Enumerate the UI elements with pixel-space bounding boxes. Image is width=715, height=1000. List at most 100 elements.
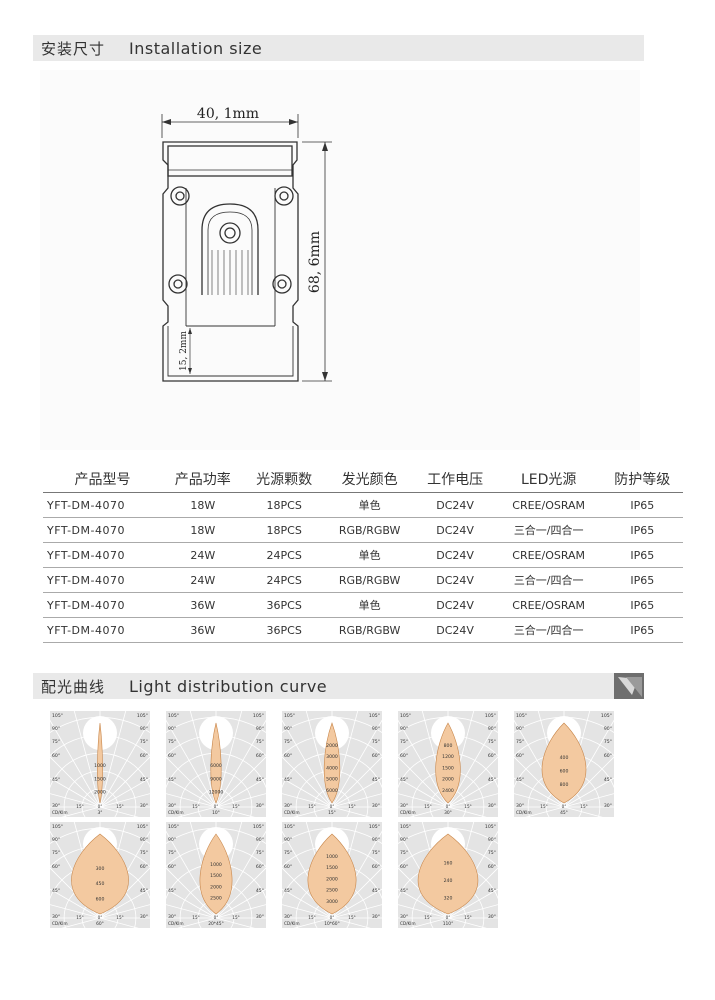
grid-radial [99, 904, 150, 919]
intensity-tick-label: 3000 [326, 754, 338, 760]
angle-label: 60° [168, 753, 176, 759]
angle-label: 45° [168, 777, 176, 783]
intensity-tick-label: 12000 [209, 789, 224, 795]
grid-radial [447, 888, 498, 919]
intensity-tick-label: 1200 [442, 754, 454, 760]
angle-label: 75° [488, 739, 496, 745]
grid-radial [563, 806, 603, 817]
cell-power: 24W [162, 542, 244, 568]
angle-label: 90° [52, 726, 60, 732]
cell-color: 单色 [324, 542, 415, 568]
unit-label: CD/Klm [52, 921, 68, 926]
intensity-tick-label: 600 [560, 769, 569, 775]
grid-radial [177, 806, 217, 817]
grid-radial [166, 719, 217, 808]
unit-label: CD/Klm [516, 810, 532, 815]
grid-radial [331, 793, 382, 808]
grid-radial [282, 756, 333, 808]
angle-label: 30° [604, 803, 612, 809]
angle-label: 60° [516, 753, 524, 759]
angle-label: 60° [140, 753, 148, 759]
intensity-tick-label: 450 [96, 881, 105, 887]
angle-label: 15° [76, 915, 83, 920]
grid-radial [398, 793, 449, 808]
angle-label: 75° [140, 739, 148, 745]
polar-chart: 1000150020002500105°105°90°90°75°75°60°6… [166, 822, 266, 928]
angle-label: 45° [284, 777, 292, 783]
angle-label: 105° [485, 824, 496, 830]
cell-model: YFT-DM-4070 [43, 567, 163, 593]
slot-dimension-label: 15, 2mm [179, 331, 189, 371]
intensity-tick-label: 1000 [326, 854, 338, 860]
grid-radial [61, 917, 101, 928]
intensity-tick-label: 2000 [326, 743, 338, 749]
angle-label: 105° [137, 713, 148, 719]
angle-label: 60° [400, 864, 408, 870]
intensity-tick-label: 6000 [326, 788, 338, 794]
unit-label: CD/Klm [284, 810, 300, 815]
angle-label: 45° [52, 777, 60, 783]
grid-radial [215, 904, 266, 919]
cell-voltage: DC24V [414, 542, 496, 568]
light-distribution-header: 配光曲线 Light distribution curve [33, 673, 644, 699]
angle-label: 15° [348, 804, 355, 809]
grid-radial [73, 711, 101, 808]
unit-label: CD/Klm [400, 810, 416, 815]
angle-label: 75° [516, 739, 524, 745]
grid-radial [525, 806, 565, 817]
grid-radial [99, 777, 150, 808]
angle-label: 75° [52, 739, 60, 745]
grid-radial [282, 777, 333, 808]
cell-ip-rating: IP65 [601, 592, 683, 618]
angle-label: 45° [488, 777, 496, 783]
angle-label: 45° [372, 888, 380, 894]
installation-title-zh: 安装尺寸 [41, 39, 106, 58]
angle-label: 15° [232, 804, 239, 809]
angle-label: 60° [488, 864, 496, 870]
grid-radial [447, 793, 498, 808]
angle-label: 90° [516, 726, 524, 732]
angle-label: 0° [446, 804, 451, 809]
angle-label: 105° [137, 824, 148, 830]
angle-label: 30° [488, 803, 496, 809]
beam-lobe [541, 722, 587, 804]
cell-power: 36W [162, 592, 244, 618]
angle-label: 30° [488, 914, 496, 920]
grid-radial [50, 888, 101, 919]
angle-label: 15° [232, 915, 239, 920]
cell-led-count: 36PCS [243, 617, 325, 643]
grid-radial [215, 777, 266, 808]
cell-color: RGB/RGBW [324, 517, 415, 543]
angle-label: 30° [372, 803, 380, 809]
angle-label: 30° [52, 803, 60, 809]
grid-radial [398, 756, 449, 808]
angle-label: 105° [52, 713, 63, 719]
cell-led-source: 三合一/四合一 [495, 617, 602, 643]
grid-radial [514, 756, 565, 808]
angle-label: 90° [372, 837, 380, 843]
angle-label: 75° [284, 850, 292, 856]
grid-radial [331, 917, 371, 928]
grid-radial [447, 756, 498, 808]
angle-label: 45° [140, 777, 148, 783]
grid-radial [331, 756, 382, 808]
beam-lobe [435, 722, 461, 804]
angle-label: 60° [168, 864, 176, 870]
angle-label: 15° [116, 915, 123, 920]
polar-chart: 300450600105°105°90°90°75°75°60°60°45°45… [50, 822, 150, 928]
cell-led-count: 24PCS [243, 542, 325, 568]
angle-label: 15° [464, 915, 471, 920]
beam-lobe [323, 722, 341, 804]
angle-label: 45° [52, 888, 60, 894]
angle-label: 15° [192, 915, 199, 920]
grid-radial [398, 888, 449, 919]
grid-radial [99, 917, 139, 928]
polar-chart: 10001500200025003000105°105°90°90°75°75°… [282, 822, 382, 928]
angle-label: 30° [284, 803, 292, 809]
intensity-tick-label: 5000 [326, 777, 338, 783]
intensity-tick-label: 600 [96, 896, 105, 902]
angle-label: 75° [168, 739, 176, 745]
cell-led-source: 三合一/四合一 [495, 517, 602, 543]
grid-radial [409, 917, 449, 928]
table-row: YFT-DM-4070 24W 24PCS RGB/RGBW DC24V 三合一… [43, 567, 683, 593]
